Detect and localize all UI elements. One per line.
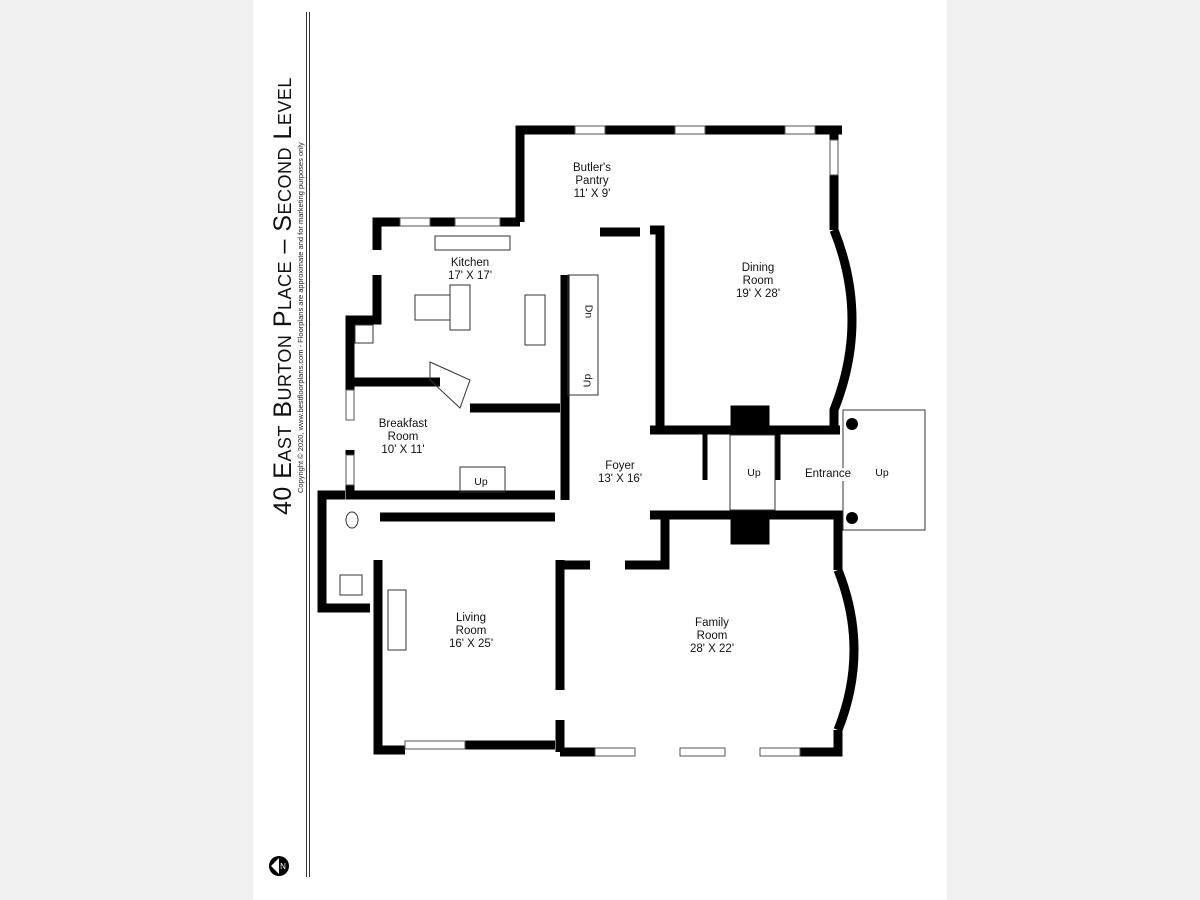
fixtures bbox=[339, 235, 546, 651]
room-label-kitchen: Kitchen 17' X 17' bbox=[448, 257, 492, 283]
room-label-living-room: Living Room 16' X 25' bbox=[449, 612, 493, 651]
room-name: Room bbox=[387, 431, 419, 443]
stair-label-up: Up bbox=[474, 476, 488, 489]
dining-bay-wall bbox=[829, 228, 857, 430]
stair-label-up: Up bbox=[747, 467, 761, 480]
stair-label-down: Dn bbox=[582, 304, 595, 319]
room-size: 10' X 11' bbox=[381, 444, 425, 456]
wall-north bbox=[515, 125, 842, 222]
room-size: 17' X 17' bbox=[447, 270, 493, 282]
room-label-breakfast-room: Breakfast Room 10' X 11' bbox=[379, 418, 428, 457]
stair-label-up: Up bbox=[581, 373, 594, 388]
room-size: 19' X 28' bbox=[735, 288, 781, 300]
compass-letter: N bbox=[280, 862, 286, 871]
room-name: Room bbox=[696, 630, 728, 642]
room-name: Living bbox=[455, 612, 487, 624]
room-name: Family bbox=[695, 617, 729, 629]
room-name: Dining bbox=[741, 262, 775, 274]
walls bbox=[317, 125, 859, 757]
room-name: Entrance bbox=[804, 468, 852, 480]
room-label-foyer: Foyer 13' X 16' bbox=[598, 460, 642, 486]
room-size: 16' X 25' bbox=[448, 638, 494, 650]
room-name: Room bbox=[455, 625, 487, 637]
divider-line bbox=[309, 12, 310, 877]
room-name: Foyer bbox=[605, 460, 635, 472]
stair-label-up: Up bbox=[875, 467, 889, 480]
room-label-entrance: Entrance bbox=[804, 468, 852, 481]
room-name: Breakfast bbox=[378, 418, 428, 430]
room-label-family-room: Family Room 28' X 22' bbox=[690, 617, 734, 656]
room-size: 11' X 9' bbox=[573, 188, 611, 200]
north-arrow-icon: N bbox=[269, 856, 289, 876]
room-name: Butler's bbox=[573, 162, 611, 174]
room-name: Kitchen bbox=[450, 257, 490, 269]
room-size: 13' X 16' bbox=[597, 473, 643, 485]
room-size: 28' X 22' bbox=[689, 643, 735, 655]
divider-line bbox=[306, 12, 307, 877]
room-label-dining-room: Dining Room 19' X 28' bbox=[736, 262, 780, 301]
room-name: Pantry bbox=[575, 175, 609, 187]
room-name: Room bbox=[742, 275, 774, 287]
room-label-butlers-pantry: Butler's Pantry 11' X 9' bbox=[573, 162, 611, 201]
windows bbox=[345, 125, 839, 757]
family-bay-wall bbox=[833, 568, 859, 732]
